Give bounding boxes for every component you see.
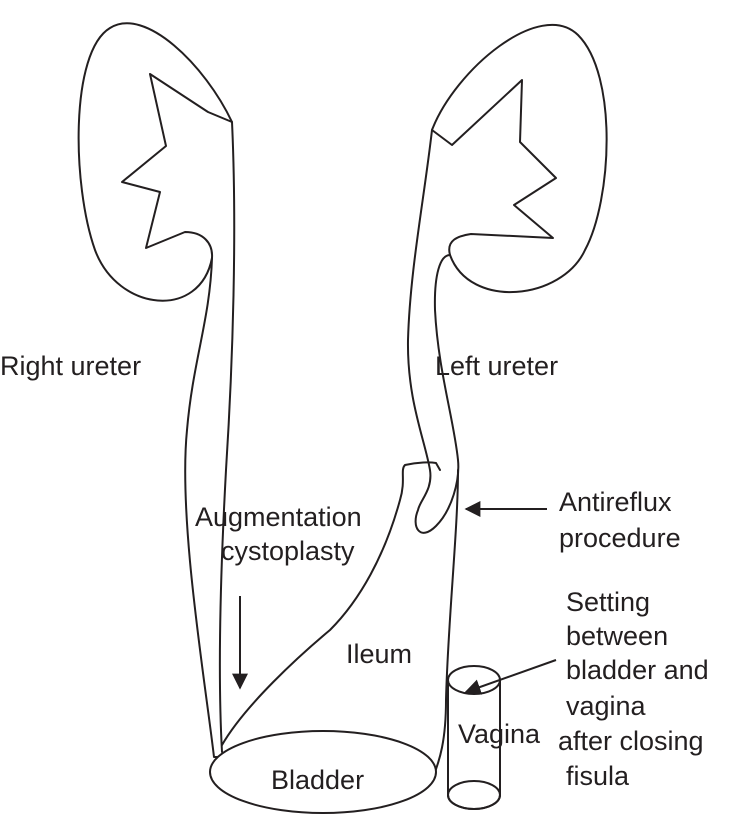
- augmentation-label-line1: Augmentation: [195, 502, 362, 532]
- vagina-bottom: [447, 780, 501, 810]
- ileum-label: Ileum: [346, 639, 413, 669]
- right-ureter-label: Right ureter: [0, 351, 142, 381]
- bladder: [209, 730, 437, 814]
- setting-label-line6: fisula: [566, 761, 630, 791]
- setting-label-line2: between: [566, 621, 669, 651]
- right-kidney: [77, 22, 233, 302]
- left-kidney: [431, 23, 608, 294]
- left-ureter-label: Left ureter: [435, 351, 559, 381]
- ileum-segment: [221, 461, 459, 781]
- setting-label-line3: bladder and: [566, 655, 709, 685]
- setting-arrow: [464, 659, 557, 695]
- right-ureter: [184, 121, 236, 758]
- left-ureter: [406, 129, 460, 534]
- setting-label-line1: Setting: [566, 587, 651, 617]
- antireflux-label-line1: Antireflux: [559, 487, 672, 517]
- antireflux-label-line2: procedure: [559, 523, 681, 553]
- vagina-label: Vagina: [458, 719, 541, 749]
- setting-label-line5: after closing: [558, 726, 704, 756]
- bladder-label: Bladder: [271, 765, 365, 795]
- setting-label-line4: vagina: [566, 691, 646, 721]
- augmentation-label-line2: cystoplasty: [221, 536, 355, 566]
